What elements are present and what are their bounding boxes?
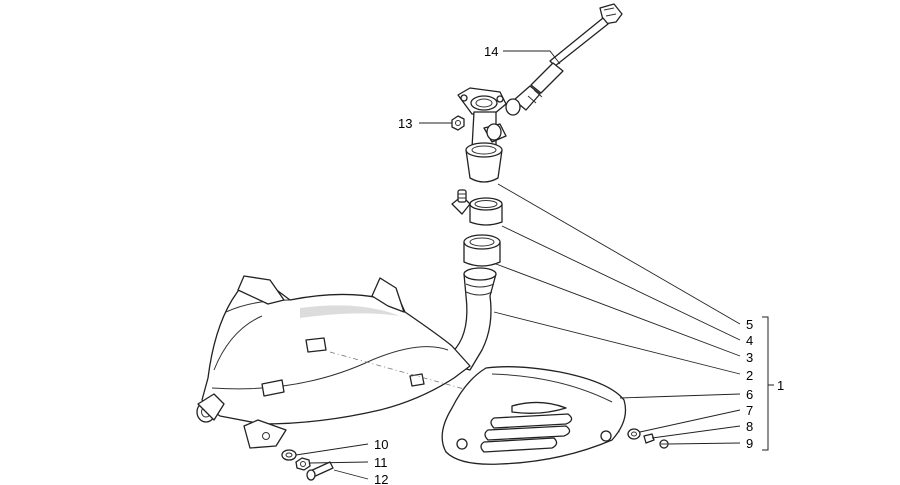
part-7-washer[interactable] <box>627 428 641 440</box>
callout-6: 6 <box>746 387 753 402</box>
part-9-screw[interactable] <box>659 439 669 449</box>
part-14-oxygen-sensor[interactable] <box>505 3 623 116</box>
callout-11: 11 <box>374 455 388 470</box>
callout-10: 10 <box>374 437 388 452</box>
callout-7: 7 <box>746 403 753 418</box>
callout-12: 12 <box>374 472 388 485</box>
part-13-nut[interactable] <box>451 115 465 131</box>
callout-8: 8 <box>746 419 753 434</box>
callout-13: 13 <box>398 116 412 131</box>
callout-1: 1 <box>777 378 784 393</box>
part-12-bolt[interactable] <box>306 461 334 481</box>
callout-2: 2 <box>746 368 753 383</box>
callout-9: 9 <box>746 436 753 451</box>
callout-4: 4 <box>746 333 753 348</box>
callout-3: 3 <box>746 350 753 365</box>
part-6-heat-shield[interactable] <box>441 366 627 465</box>
callout-14: 14 <box>484 44 498 59</box>
callout-5: 5 <box>746 317 753 332</box>
part-11-nut[interactable] <box>295 457 311 471</box>
leader-lines <box>295 50 774 480</box>
part-3-sleeve[interactable] <box>463 234 501 267</box>
part-2-muffler-assembly[interactable] <box>196 267 621 449</box>
callout-labels: 14 13 5 4 3 2 1 6 7 8 9 10 11 12 <box>374 44 784 485</box>
part-4-clamp[interactable] <box>451 189 503 226</box>
exhaust-manifold-flange[interactable] <box>457 87 507 183</box>
part-8-bushing[interactable] <box>643 433 655 444</box>
part-10-washer[interactable] <box>281 449 297 461</box>
